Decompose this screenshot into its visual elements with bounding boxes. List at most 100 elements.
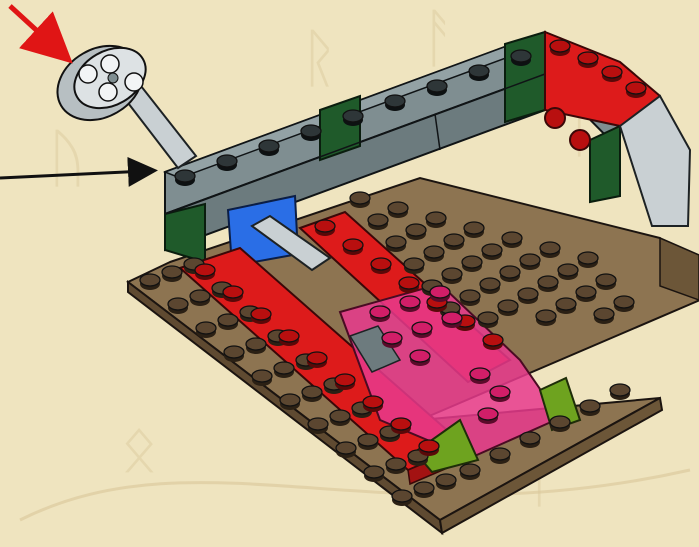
- stud: [190, 290, 210, 306]
- stud: [594, 308, 614, 324]
- stud: [558, 264, 578, 280]
- stud: [610, 384, 630, 400]
- stud: [414, 482, 434, 498]
- stud: [442, 312, 462, 328]
- stud: [308, 418, 328, 434]
- stud: [382, 332, 402, 348]
- stud: [502, 232, 522, 248]
- stud: [217, 155, 237, 171]
- stud: [168, 298, 188, 314]
- stud: [335, 374, 355, 390]
- stud: [279, 330, 299, 346]
- stud: [364, 466, 384, 482]
- stud: [580, 400, 600, 416]
- stud: [578, 252, 598, 268]
- stud: [386, 458, 406, 474]
- red-arrow: [10, 6, 58, 50]
- stud: [224, 346, 244, 362]
- stud: [460, 464, 480, 480]
- stud: [426, 212, 446, 228]
- stud: [478, 408, 498, 424]
- stud: [370, 306, 390, 322]
- stud: [490, 448, 510, 464]
- stud: [626, 82, 646, 98]
- parchment-glyph: ᚢ: [48, 122, 86, 196]
- stud: [578, 52, 598, 68]
- stud: [391, 418, 411, 434]
- stud: [419, 440, 439, 456]
- stud: [196, 322, 216, 338]
- stud: [444, 234, 464, 250]
- stud: [343, 110, 363, 126]
- stud: [500, 266, 520, 282]
- stud: [576, 286, 596, 302]
- stud: [195, 264, 215, 280]
- parchment-glyph: ᚨ: [420, 2, 458, 76]
- stud: [363, 396, 383, 412]
- stud: [470, 368, 490, 384]
- stud: [400, 296, 420, 312]
- stud: [460, 290, 480, 306]
- stud: [162, 266, 182, 282]
- stud: [424, 246, 444, 262]
- stud: [482, 244, 502, 260]
- stud: [602, 66, 622, 82]
- stud: [385, 95, 405, 111]
- stud: [307, 352, 327, 368]
- stud: [246, 338, 266, 354]
- stud: [596, 274, 616, 290]
- stud: [520, 254, 540, 270]
- stud: [427, 80, 447, 96]
- stud: [538, 276, 558, 292]
- stud: [462, 256, 482, 272]
- stud: [442, 268, 462, 284]
- stud: [511, 50, 531, 66]
- stud: [520, 432, 540, 448]
- stud: [336, 442, 356, 458]
- stud: [550, 40, 570, 56]
- stud: [540, 242, 560, 258]
- stud: [392, 490, 412, 506]
- stud: [259, 140, 279, 156]
- stud: [223, 286, 243, 302]
- stud: [371, 258, 391, 274]
- stud: [358, 434, 378, 450]
- stud: [430, 286, 450, 302]
- parchment-glyph: ᚱ: [300, 22, 338, 96]
- stud: [478, 312, 498, 328]
- stud: [315, 220, 335, 236]
- stud: [436, 474, 456, 490]
- stud: [399, 277, 419, 293]
- stud: [410, 350, 430, 366]
- stud: [498, 300, 518, 316]
- stud: [469, 65, 489, 81]
- stud: [251, 308, 271, 324]
- stud: [518, 288, 538, 304]
- stud: [274, 362, 294, 378]
- stud: [301, 125, 321, 141]
- stud: [614, 296, 634, 312]
- stud: [175, 170, 195, 186]
- stud: [464, 222, 484, 238]
- stud: [404, 258, 424, 274]
- stud: [330, 410, 350, 426]
- stud: [480, 278, 500, 294]
- stud: [483, 334, 503, 350]
- stud: [406, 224, 426, 240]
- stud: [218, 314, 238, 330]
- stud: [302, 386, 322, 402]
- stud: [412, 322, 432, 338]
- stud: [386, 236, 406, 252]
- stud: [368, 214, 388, 230]
- stud: [350, 192, 370, 208]
- parchment-glyph: ᛟ: [120, 412, 158, 486]
- stud: [343, 239, 363, 255]
- stud: [280, 394, 300, 410]
- stud: [536, 310, 556, 326]
- stud: [490, 386, 510, 402]
- stud: [252, 370, 272, 386]
- stud: [388, 202, 408, 218]
- stud: [556, 298, 576, 314]
